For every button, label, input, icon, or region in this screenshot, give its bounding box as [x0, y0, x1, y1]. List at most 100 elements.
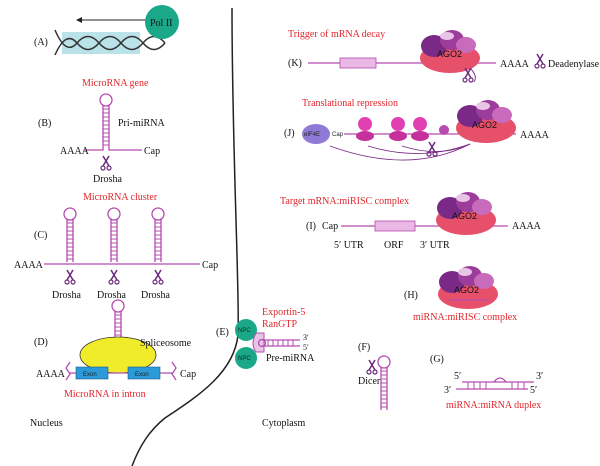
duplex-3prime-right: 3′: [536, 371, 543, 382]
exon-1: [75, 366, 109, 380]
panel-j-letter: (J): [284, 128, 295, 139]
cluster-hairpin: [107, 207, 121, 263]
pre-mirna: [257, 338, 300, 348]
npc-lower-label: NPC: [238, 356, 251, 362]
dicer-label: Dicer: [358, 376, 381, 387]
panel-i: Target mRNA:miRISC complex (I) Cap AGO2 …: [280, 192, 542, 251]
pri-mirna-hairpin: [99, 93, 113, 149]
panel-g: (G) 5′ 3′ 3′ 5′ miRNA:miRNA duplex: [430, 354, 543, 411]
scissors-icon: [108, 269, 120, 285]
panel-k: Trigger of mRNA decay (K) AGO2 AAAA Dead…: [288, 29, 600, 83]
panel-h-title: miRNA:miRISC complex: [413, 312, 517, 323]
arrow-head-icon: [76, 17, 82, 23]
nuclear-envelope: [131, 7, 240, 466]
npc-lower: [235, 347, 257, 369]
ago2-label: AGO2: [454, 285, 479, 295]
panel-i-title: Target mRNA:miRISC complex: [280, 196, 409, 207]
inhibition-arrow: [367, 143, 471, 154]
orf-label: ORF: [384, 240, 404, 251]
exon-1-label: Exon: [83, 372, 97, 378]
panel-b-polya: AAAA: [60, 146, 90, 157]
orf-region: [374, 220, 416, 232]
panel-b-drosha: Drosha: [93, 174, 122, 185]
cytoplasm-label: Cytoplasm: [262, 418, 306, 429]
panel-f-letter: (F): [358, 342, 370, 353]
npc-upper: [235, 319, 257, 341]
panel-d-letter: (D): [34, 337, 48, 348]
npc-upper-label: NPC: [238, 328, 251, 334]
panel-a: (A) Pol II MicroRNA gene: [34, 5, 179, 89]
pri-mirna-label: Pri-miRNA: [118, 118, 165, 129]
panel-d-title: MicroRNA in intron: [64, 389, 146, 400]
scissors-icon: [534, 53, 546, 69]
mirna-duplex: [456, 377, 534, 390]
deadenylation-arrow: [469, 67, 476, 83]
ago2-label: AGO2: [437, 49, 462, 59]
panel-e-letter: (E): [216, 327, 229, 338]
duplex-5prime-left: 5′: [454, 371, 461, 382]
inhibition-arrow: [401, 143, 471, 152]
exon-2: [127, 366, 161, 380]
panel-k-title: Trigger of mRNA decay: [288, 29, 385, 40]
pol-ii-label: Pol II: [150, 18, 173, 29]
deadenylase-label: Deadenylase: [548, 59, 600, 70]
panel-c-drosha-2: Drosha: [97, 290, 126, 301]
eif4e-factor: [302, 124, 330, 144]
panel-b-cap: Cap: [144, 146, 160, 157]
panel-j: Translational repression (J) eIF4E Cap A…: [284, 98, 550, 161]
panel-g-title: miRNA:miRNA duplex: [446, 400, 541, 411]
panel-h: (H) AGO2 miRNA:miRISC complex: [404, 266, 517, 323]
utr3-label: 3′ UTR: [420, 240, 450, 251]
panel-j-polya: AAAA: [520, 130, 550, 141]
pre-mirna-5prime: 5′: [303, 343, 309, 352]
panel-h-letter: (H): [404, 290, 418, 301]
panel-i-cap: Cap: [322, 221, 338, 232]
panel-i-letter: (I): [306, 221, 316, 232]
exportin-label: Exportin-5: [262, 307, 305, 318]
pri-mirna-strand: [84, 148, 142, 151]
panel-g-letter: (G): [430, 354, 444, 365]
spliceosome-label: Spliceosome: [140, 338, 192, 349]
inhibition-arrow: [329, 143, 471, 161]
panel-e: (E) NPC NPC Exportin-5 RanGTP 3′ 5′ Pre-…: [216, 307, 315, 369]
duplex-5prime-right: 5′: [530, 385, 537, 396]
cluster-hairpin: [151, 207, 165, 263]
scissors-icon: [426, 141, 438, 157]
cluster-hairpin: [63, 207, 77, 263]
panel-d: (D) Spliceosome Exon Exon AAAA Cap Micro…: [34, 299, 196, 400]
panel-d-cap: Cap: [180, 369, 196, 380]
panel-b: (B) Pri-miRNA AAAA Cap Drosha: [38, 93, 165, 185]
ago2-label: AGO2: [452, 211, 477, 221]
panel-d-polya: AAAA: [36, 369, 66, 380]
panel-f: (F) Dicer: [358, 342, 391, 411]
scissors-icon: [366, 359, 378, 375]
exon-2-label: Exon: [135, 372, 149, 378]
strand-ends: [65, 361, 177, 381]
dna-strand: [54, 35, 166, 56]
panel-c-drosha-1: Drosha: [52, 290, 81, 301]
gene-region: [62, 32, 140, 54]
panel-c: MicroRNA cluster (C) AAAA Cap Drosha Dro…: [14, 192, 218, 301]
panel-k-polya: AAAA: [500, 59, 530, 70]
pre-mirna-label: Pre-miRNA: [266, 353, 315, 364]
pol-ii: [145, 5, 179, 39]
panel-j-cap: Cap: [332, 132, 344, 138]
panel-a-letter: (A): [34, 37, 48, 48]
ribosomes: [356, 117, 449, 141]
nucleus-label: Nucleus: [30, 418, 63, 429]
scissors-icon: [100, 155, 112, 171]
eif4e-label: eIF4E: [304, 132, 320, 138]
dna-strand: [54, 29, 166, 51]
panel-j-title: Translational repression: [302, 98, 398, 109]
panel-c-title: MicroRNA cluster: [83, 192, 158, 203]
panel-k-letter: (K): [288, 58, 302, 69]
panel-i-polya: AAAA: [512, 221, 542, 232]
panel-c-letter: (C): [34, 230, 47, 241]
orf-region: [339, 57, 377, 69]
scissors-icon: [152, 269, 164, 285]
ran-gtp-label: RanGTP: [262, 319, 297, 330]
panel-a-title: MicroRNA gene: [82, 78, 149, 89]
duplex-3prime-left: 3′: [444, 385, 451, 396]
panel-c-polya: AAAA: [14, 260, 44, 271]
